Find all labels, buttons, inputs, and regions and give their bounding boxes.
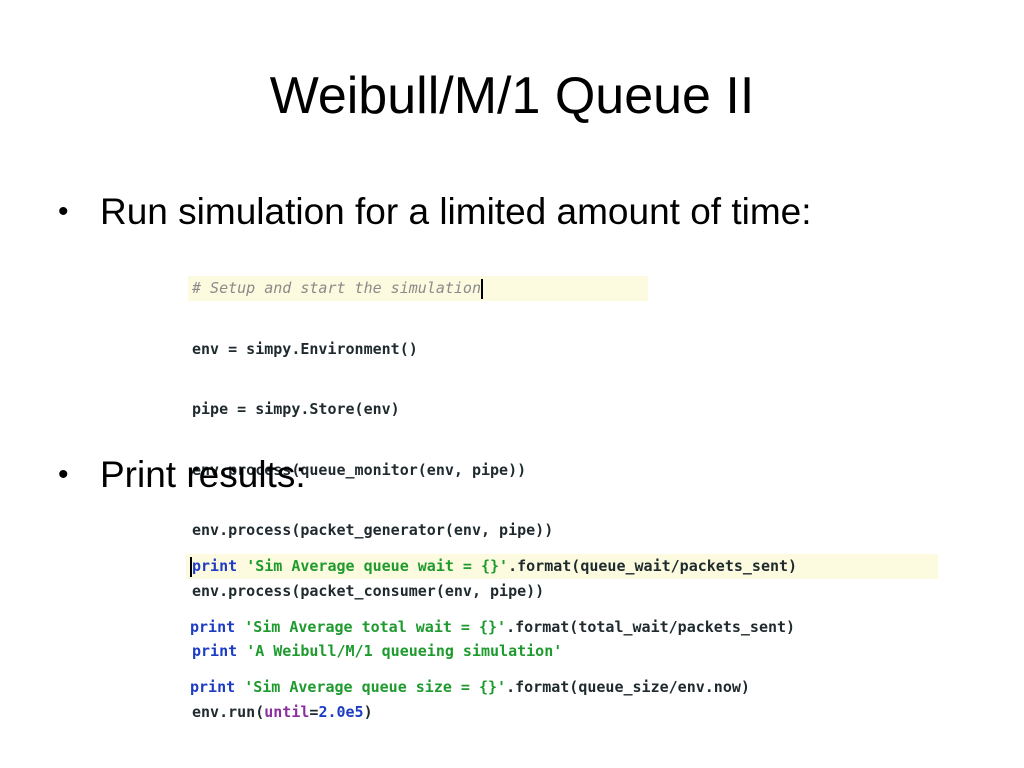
text-cursor	[480, 278, 483, 299]
code-line: env = simpy.Environment()	[192, 339, 418, 358]
code-line: env.process(packet_consumer(env, pipe))	[192, 581, 545, 600]
bullet-text: Run simulation for a limited amount of t…	[100, 191, 812, 232]
code-string: 'Sim Average queue size = {}'	[244, 678, 507, 696]
code-line-comment: # Setup and start the simulation	[188, 276, 648, 301]
code-number: 2.0e5	[318, 702, 364, 721]
code-keyword: print	[192, 642, 238, 660]
bullet-run-simulation: • Run simulation for a limited amount of …	[58, 190, 812, 234]
code-call: .format(total_wait/packets_sent)	[506, 617, 796, 636]
code-string: 'Sim Average total wait = {}'	[244, 617, 507, 636]
code-string: 'Sim Average queue wait = {}'	[246, 557, 509, 575]
code-line-run: env.run(until=2.0e5)	[188, 700, 648, 725]
bullet-print-results: • Print results:	[58, 453, 306, 497]
bullet-marker: •	[58, 195, 69, 228]
code-comment: # Setup and start the simulation	[192, 279, 481, 297]
code-keyword: print	[192, 557, 238, 575]
code-paren: )	[363, 702, 373, 721]
code-line: env.process(packet_generator(env, pipe))	[192, 521, 554, 539]
code-call: env.run(	[192, 702, 265, 721]
code-keyword: print	[190, 617, 236, 636]
code-call: .format(queue_wait/packets_sent)	[508, 557, 798, 575]
bullet-marker: •	[58, 458, 69, 491]
code-line-print: print 'Sim Average queue size = {}'.form…	[186, 675, 938, 700]
code-block-print: print 'Sim Average queue wait = {}'.form…	[186, 518, 938, 718]
code-call: .format(queue_size/env.now)	[506, 678, 750, 696]
text-cursor	[190, 556, 192, 577]
code-block-setup: # Setup and start the simulation env = s…	[188, 240, 648, 742]
code-keyword: print	[190, 678, 236, 696]
code-param: until	[264, 702, 310, 721]
code-line-print: print 'Sim Average total wait = {}'.form…	[186, 615, 938, 640]
code-string: 'A Weibull/M/1 queueing simulation'	[246, 642, 563, 660]
code-operator: =	[309, 702, 319, 721]
code-line-print: print 'Sim Average queue wait = {}'.form…	[186, 554, 938, 579]
code-line: env.process(queue_monitor(env, pipe))	[192, 460, 527, 479]
slide-title: Weibull/M/1 Queue II	[269, 67, 755, 125]
code-line-print: print 'A Weibull/M/1 queueing simulation…	[188, 639, 648, 664]
bullet-text: Print results:	[100, 454, 306, 495]
code-line: pipe = simpy.Store(env)	[192, 400, 400, 418]
